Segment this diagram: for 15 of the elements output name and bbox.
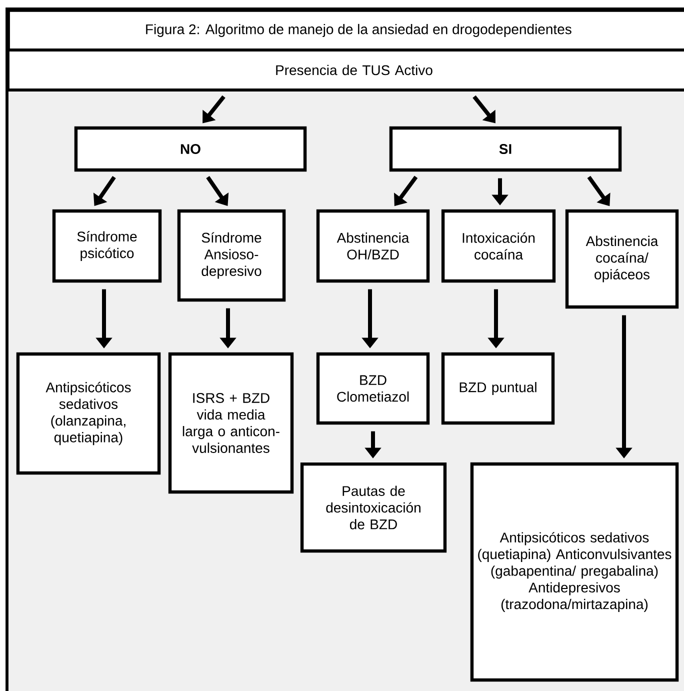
process-box: Abstinencia OH/BZD — [316, 209, 430, 283]
process-box: ISRS + BZD vida media larga o anticon- vulsionantes — [168, 352, 294, 494]
process-box: SI — [389, 126, 622, 172]
process-box: Síndrome Ansioso- depresivo — [177, 209, 286, 302]
process-box: Abstinencia cocaína/ opiáceos — [565, 209, 679, 309]
process-box: Intoxicación cocaína — [441, 209, 556, 283]
process-box: Antipsicóticos sedativos (olanzapina, quetiapina) — [16, 352, 161, 475]
process-box: BZD puntual — [441, 352, 555, 425]
process-box: Síndrome psicótico — [52, 209, 162, 283]
process-box: Pautas de desintoxicación de BZD — [300, 462, 447, 553]
process-box: BZD Clometiazol — [316, 352, 430, 425]
band: Presencia de TUS Activo — [6, 48, 684, 92]
title-band: Figura 2: Algoritmo de manejo de la ansiedad en drogodependientes — [7, 9, 684, 52]
process-box: NO — [74, 126, 307, 172]
process-box: Antipsicóticos sedativos (quetiapina) Anticonvulsivantes (gabapentina/ pregabalina) Antidepresivos (trazodona/mirtazapina) — [470, 462, 679, 682]
